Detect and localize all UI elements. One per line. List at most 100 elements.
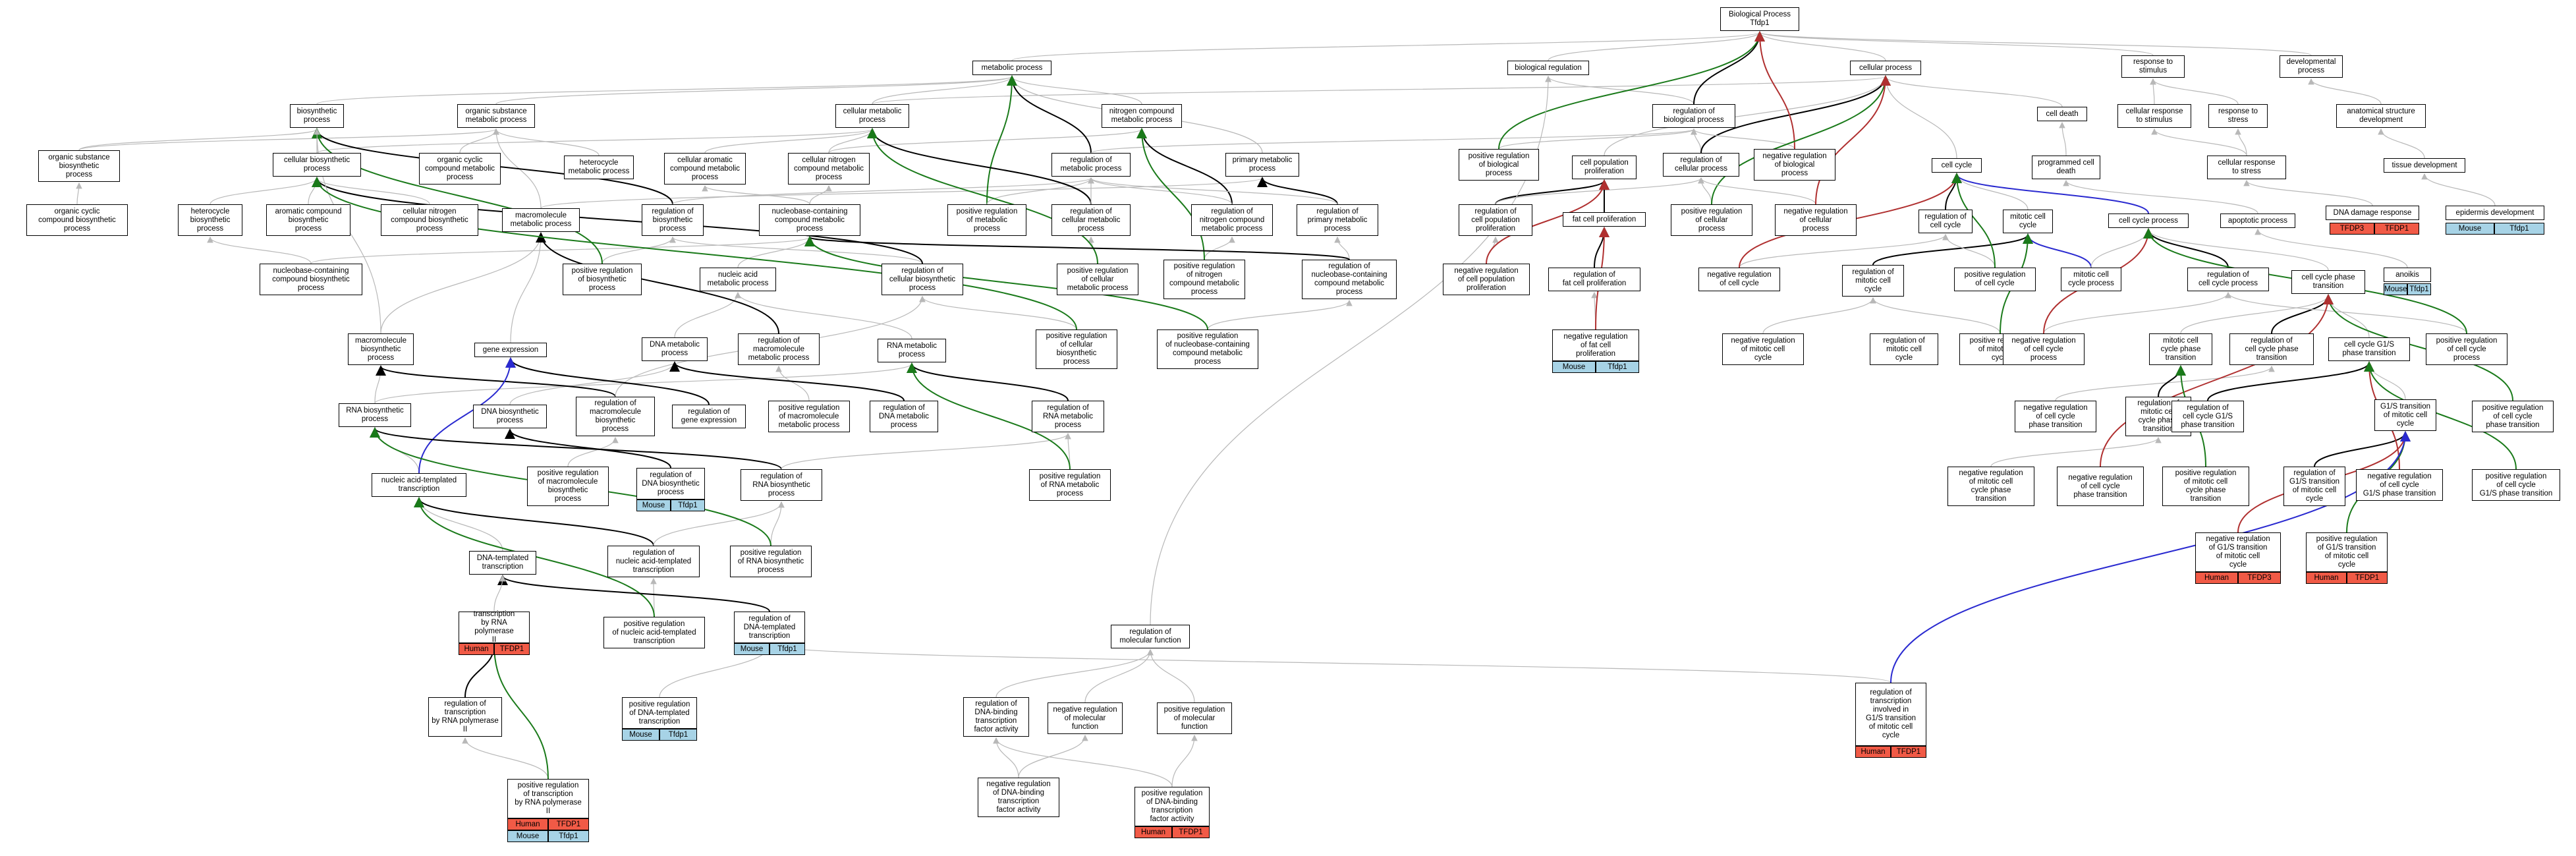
go-term-regulation-of-biological-process[interactable]: regulation of biological process xyxy=(1652,104,1735,128)
go-term-regulation-of-cell-population-proliferation[interactable]: regulation of cell population proliferat… xyxy=(1459,204,1532,236)
go-term-regulation-of-biosynthetic[interactable]: regulation of biosynthetic process xyxy=(642,204,704,236)
go-term-cellular-aromatic-metabolic[interactable]: cellular aromatic compound metabolic pro… xyxy=(664,153,746,185)
go-term-negative-regulation-of-cell-cycle[interactable]: negative regulation of cell cycle xyxy=(1698,268,1780,291)
go-term-positive-regulation-of-cell-cycle-phase-transition[interactable]: positive regulation of cell cycle phase … xyxy=(2472,401,2554,432)
go-term-positive-regulation-of-dna-templated-transcription[interactable]: positive regulation of DNA-templated tra… xyxy=(622,697,697,729)
go-term-positive-regulation-of-cell-cycle-process[interactable]: positive regulation of cell cycle proces… xyxy=(2426,333,2507,365)
go-term-positive-regulation-of-cellular-process[interactable]: positive regulation of cellular process xyxy=(1671,204,1752,236)
go-term-regulation-of-cell-cycle-process[interactable]: regulation of cell cycle process xyxy=(2187,268,2269,291)
go-term-positive-regulation-of-biological-process[interactable]: positive regulation of biological proces… xyxy=(1459,149,1539,181)
go-term-regulation-of-cell-cycle-phase-transition[interactable]: regulation of cell cycle phase transitio… xyxy=(2229,333,2314,365)
go-term-positive-regulation-of-cell-cycle[interactable]: positive regulation of cell cycle xyxy=(1954,268,2036,291)
go-term-cellular-metabolic[interactable]: cellular metabolic process xyxy=(835,104,909,128)
go-term-regulation-of-primary-metabolic[interactable]: regulation of primary metabolic process xyxy=(1297,204,1378,236)
go-term-dna-biosynthetic[interactable]: DNA biosynthetic process xyxy=(473,405,547,428)
go-term-positive-regulation-of-macromolecule-metabolic[interactable]: positive regulation of macromolecule met… xyxy=(768,401,850,432)
go-term-cellular-nitrogen-metabolic[interactable]: cellular nitrogen compound metabolic pro… xyxy=(788,153,870,185)
go-term-regulation-of-fat-cell-proliferation[interactable]: regulation of fat cell proliferation xyxy=(1548,268,1640,291)
go-term-positive-regulation-of-metabolic[interactable]: positive regulation of metabolic process xyxy=(947,204,1026,236)
go-term-cell-death[interactable]: cell death xyxy=(2037,107,2087,121)
go-term-dna-damage-response[interactable]: DNA damage response xyxy=(2326,206,2419,220)
go-term-dna-metabolic[interactable]: DNA metabolic process xyxy=(642,337,708,361)
go-term-cellular-nitrogen-biosynthetic[interactable]: cellular nitrogen compound biosynthetic … xyxy=(381,204,478,236)
go-term-positive-regulation-of-nucleic-acid-templated-transcription[interactable]: positive regulation of nucleic acid-temp… xyxy=(603,617,705,648)
go-term-programmed-cell-death[interactable]: programmed cell death xyxy=(2032,156,2100,179)
go-term-mitotic-cell-cycle-process[interactable]: mitotic cell cycle process xyxy=(2061,268,2121,291)
go-term-apoptotic-process[interactable]: apoptotic process xyxy=(2220,214,2295,228)
go-term-positive-regulation-of-nucleobase-containing-metabolic[interactable]: positive regulation of nucleobase-contai… xyxy=(1157,329,1258,369)
go-term-regulation-of-gene-expression[interactable]: regulation of gene expression xyxy=(672,405,746,428)
go-term-negative-regulation-of-mitotic-cell-cycle[interactable]: negative regulation of mitotic cell cycl… xyxy=(1722,333,1804,365)
go-term-developmental-process[interactable]: developmental process xyxy=(2280,55,2343,78)
go-term-nitrogen-compound-metabolic[interactable]: nitrogen compound metabolic process xyxy=(1102,104,1182,128)
go-term-positive-regulation-of-biosynthetic[interactable]: positive regulation of biosynthetic proc… xyxy=(563,264,642,295)
go-term-positive-regulation-of-dna-binding-tf-activity[interactable]: positive regulation of DNA-binding trans… xyxy=(1134,787,1210,826)
go-term-cellular-response-to-stress[interactable]: cellular response to stress xyxy=(2207,156,2286,179)
go-term-mitotic-cell-cycle[interactable]: mitotic cell cycle xyxy=(2003,210,2053,233)
go-term-negative-regulation-of-molecular-function[interactable]: negative regulation of molecular functio… xyxy=(1048,702,1123,734)
go-term-regulation-of-dna-templated-transcription[interactable]: regulation of DNA-templated transcriptio… xyxy=(734,612,805,643)
go-term-regulation-of-cellular-biosynthetic[interactable]: regulation of cellular biosynthetic proc… xyxy=(882,264,963,295)
go-term-aromatic-compound-biosynthetic[interactable]: aromatic compound biosynthetic process xyxy=(266,204,350,236)
go-term-regulation-of-rna-metabolic[interactable]: regulation of RNA metabolic process xyxy=(1032,401,1104,432)
go-term-metabolic-process[interactable]: metabolic process xyxy=(972,61,1051,75)
go-term-tissue-development[interactable]: tissue development xyxy=(2384,158,2465,173)
go-term-cellular-biosynthetic[interactable]: cellular biosynthetic process xyxy=(273,153,361,177)
go-term-negative-regulation-of-dna-binding-tf-activity[interactable]: negative regulation of DNA-binding trans… xyxy=(978,778,1059,817)
go-term-cell-cycle-phase-transition[interactable]: cell cycle phase transition xyxy=(2291,270,2365,294)
go-term-gene-expression[interactable]: gene expression xyxy=(474,343,547,357)
go-term-regulation-of-macromolecule-biosynthetic[interactable]: regulation of macromolecule biosynthetic… xyxy=(576,397,655,436)
go-term-fat-cell-proliferation[interactable]: fat cell proliferation xyxy=(1563,212,1646,227)
go-term-regulation-of-rna-biosynthetic[interactable]: regulation of RNA biosynthetic process xyxy=(741,469,822,501)
go-term-rna-biosynthetic[interactable]: RNA biosynthetic process xyxy=(339,403,411,427)
go-term-response-to-stimulus[interactable]: response to stimulus xyxy=(2121,55,2185,78)
go-term-positive-regulation-of-molecular-function[interactable]: positive regulation of molecular functio… xyxy=(1157,702,1232,734)
go-term-nucleobase-containing-metabolic[interactable]: nucleobase-containing compound metabolic… xyxy=(759,204,860,236)
go-term-epidermis-development[interactable]: epidermis development xyxy=(2446,206,2544,220)
go-term-positive-regulation-of-transcription-by-rna-polymerase[interactable]: positive regulation of transcription by … xyxy=(507,779,589,818)
go-term-regulation-of-dna-biosynthetic[interactable]: regulation of DNA biosynthetic process xyxy=(636,468,705,499)
go-term-positive-regulation-of-macromolecule-biosynthetic[interactable]: positive regulation of macromolecule bio… xyxy=(527,467,609,506)
go-term-nucleic-acid-templated-transcription[interactable]: nucleic acid-templated transcription xyxy=(372,473,466,497)
go-term-bp[interactable]: Biological Process Tfdp1 xyxy=(1720,7,1799,31)
go-term-regulation-of-cell-cycle-g1s[interactable]: regulation of cell cycle G1/S phase tran… xyxy=(2171,401,2244,432)
go-term-regulation-of-transcription-g1s[interactable]: regulation of transcription involved in … xyxy=(1855,683,1926,746)
go-term-cell-population-proliferation[interactable]: cell population proliferation xyxy=(1572,156,1637,179)
go-term-regulation-of-cell-cycle[interactable]: regulation of cell cycle xyxy=(1918,210,1973,233)
go-term-heterocycle-biosynthetic[interactable]: heterocycle biosynthetic process xyxy=(178,204,242,236)
go-term-organic-cyclic-biosynthetic[interactable]: organic cyclic compound biosynthetic pro… xyxy=(26,204,128,236)
go-term-negative-regulation-of-cellular-process[interactable]: negative regulation of cellular process xyxy=(1775,204,1857,236)
go-term-heterocycle-metabolic[interactable]: heterocycle metabolic process xyxy=(564,156,634,179)
go-term-biosynthetic-process[interactable]: biosynthetic process xyxy=(290,104,344,128)
go-term-organic-substance-biosynthetic[interactable]: organic substance biosynthetic process xyxy=(38,150,120,182)
go-term-negative-regulation-of-cell-cycle-process[interactable]: negative regulation of cell cycle proces… xyxy=(2003,333,2085,365)
go-term-macromolecule-biosynthetic[interactable]: macromolecule biosynthetic process xyxy=(348,333,414,365)
go-term-negative-regulation-of-biological-process[interactable]: negative regulation of biological proces… xyxy=(1754,149,1835,181)
go-term-regulation-of-metabolic[interactable]: regulation of metabolic process xyxy=(1051,153,1131,177)
go-term-transcription-by-rna-polymerase[interactable]: transcription by RNA polymerase II xyxy=(459,610,530,644)
go-term-cell-cycle[interactable]: cell cycle xyxy=(1932,158,1982,173)
go-term-regulation-of-g1s-mitotic[interactable]: regulation of G1/S transition of mitotic… xyxy=(2283,467,2345,506)
go-term-negative-regulation-of-cell-cycle-phase-transition[interactable]: negative regulation of cell cycle phase … xyxy=(2015,401,2096,432)
go-term-positive-regulation-of-rna-biosynthetic[interactable]: positive regulation of RNA biosynthetic … xyxy=(730,546,812,577)
go-term-g1s-transition-of-mitotic-cell-cycle[interactable]: G1/S transition of mitotic cell cycle xyxy=(2374,399,2436,431)
go-term-regulation-of-transcription-by-rna-polymerase[interactable]: regulation of transcription by RNA polym… xyxy=(428,697,502,737)
go-term-positive-regulation-of-rna-metabolic[interactable]: positive regulation of RNA metabolic pro… xyxy=(1029,469,1111,501)
go-term-dna-templated-transcription[interactable]: DNA-templated transcription xyxy=(469,551,536,575)
go-term-regulation-of-cellular-process[interactable]: regulation of cellular process xyxy=(1663,153,1739,177)
go-term-regulation-of-nitrogen-compound-metabolic[interactable]: regulation of nitrogen compound metaboli… xyxy=(1191,204,1273,236)
go-term-negative-regulation-of-fat-cell-proliferation[interactable]: negative regulation of fat cell prolifer… xyxy=(1552,329,1639,361)
go-term-cellular-process[interactable]: cellular process xyxy=(1850,61,1921,75)
go-term-nucleic-acid-metabolic[interactable]: nucleic acid metabolic process xyxy=(700,268,776,291)
go-term-response-to-stress[interactable]: response to stress xyxy=(2208,104,2268,128)
go-term-regulation-of-mitotic-cell-cycle[interactable]: regulation of mitotic cell cycle xyxy=(1842,265,1904,297)
go-term-organic-substance-metabolic[interactable]: organic substance metabolic process xyxy=(457,104,535,128)
go-term-regulation-of-nucleic-acid-templated-transcription[interactable]: regulation of nucleic acid-templated tra… xyxy=(607,546,700,577)
go-term-regulation-of-cellular-metabolic[interactable]: regulation of cellular metabolic process xyxy=(1051,204,1131,236)
go-term-positive-regulation-of-cellular-biosynthetic[interactable]: positive regulation of cellular biosynth… xyxy=(1036,329,1117,369)
go-term-anoikis[interactable]: anoikis xyxy=(2384,268,2431,282)
go-term-negative-regulation-of-cell-cycle-phase-transition-2[interactable]: negative regulation of mitotic cell cycl… xyxy=(1947,467,2034,506)
go-term-negative-regulation-of-g1s-phase[interactable]: negative regulation of cell cycle G1/S p… xyxy=(2356,469,2443,501)
go-term-primary-metabolic[interactable]: primary metabolic process xyxy=(1225,153,1299,177)
go-term-regulation-of-mitotic-cell-cycle-2[interactable]: regulation of mitotic cell cycle xyxy=(1870,333,1938,365)
